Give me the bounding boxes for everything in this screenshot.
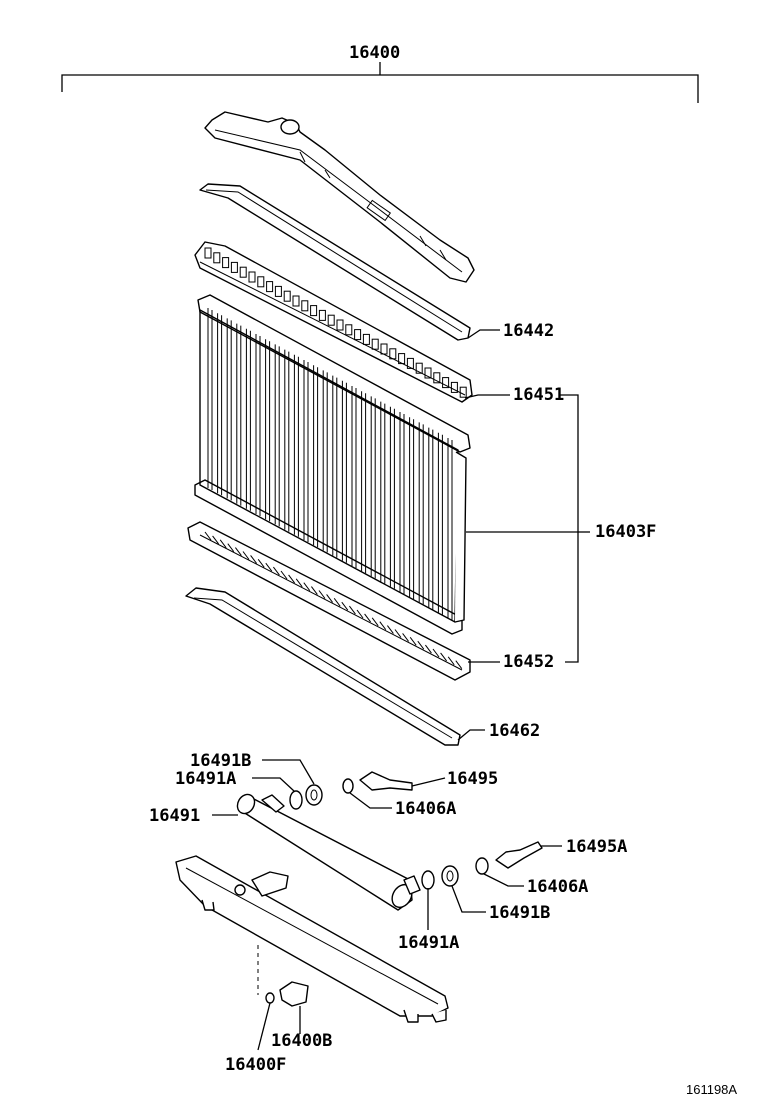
lower-tank	[187, 521, 471, 681]
tank-tooth	[257, 276, 265, 288]
tank-tooth	[230, 261, 238, 273]
grille-slot	[288, 574, 296, 584]
label-plug-oring-a-right: 16491A	[398, 933, 459, 953]
label-drain-oring: 16400F	[225, 1055, 286, 1075]
grille-slot	[303, 582, 311, 592]
label-plug-washer-b-left: 16491B	[190, 751, 251, 771]
grille-slot	[204, 531, 212, 541]
grille-slot	[265, 562, 273, 572]
label-assembly: 16400	[349, 43, 400, 63]
figure-id: 161198A	[686, 1082, 737, 1097]
tank-tooth	[433, 372, 441, 384]
tank-tooth	[406, 357, 414, 369]
grille-slot	[227, 543, 235, 553]
grille-slot	[250, 555, 258, 564]
label-lower-tank: 16452	[503, 652, 554, 672]
label-nut-upper: 16406A	[395, 799, 456, 819]
grille-slot	[440, 652, 448, 662]
grille-slot	[371, 617, 379, 627]
grille-slot	[219, 539, 227, 549]
grille-slot	[424, 644, 432, 654]
radiator-upper-cover	[204, 111, 475, 283]
upper-gasket	[199, 183, 471, 341]
tank-tooth	[283, 290, 291, 302]
tank-tooth	[345, 324, 353, 336]
label-hose-upper: 16495	[447, 769, 498, 789]
label-hose-right: 16495A	[566, 837, 627, 857]
upper-tank	[194, 241, 473, 403]
grille-slot	[386, 625, 394, 634]
label-lower-gasket: 16462	[489, 721, 540, 741]
label-upper-tank: 16451	[513, 385, 564, 405]
upper-hose	[342, 771, 413, 794]
grille-slot	[356, 609, 364, 619]
label-pipe: 16491	[149, 806, 200, 826]
grille-slot	[394, 629, 402, 638]
tank-tooth	[327, 314, 335, 326]
label-core: 16403F	[595, 522, 656, 542]
tank-tooth	[362, 333, 370, 345]
tank-tooth	[318, 309, 326, 321]
tank-tooth	[354, 329, 362, 341]
tank-tooth	[310, 305, 318, 317]
grille-slot	[333, 597, 341, 607]
grille-slot	[379, 621, 387, 631]
grille-slot	[272, 566, 280, 576]
grille-slot	[257, 558, 265, 568]
grille-slot	[417, 640, 425, 650]
right-hose	[475, 841, 543, 875]
grille-slot	[364, 613, 372, 623]
grille-slot	[402, 633, 410, 642]
grille-slot	[280, 570, 288, 580]
left-plug-parts	[289, 784, 323, 810]
grille-slot	[455, 660, 463, 670]
grille-slot	[432, 648, 440, 658]
tank-tooth	[301, 300, 309, 312]
label-plug-washer-b-right: 16491B	[489, 903, 550, 923]
tank-tooth	[248, 271, 256, 283]
grille-slot	[447, 656, 455, 666]
label-upper-gasket: 16442	[503, 321, 554, 341]
tank-tooth	[274, 285, 282, 297]
radiator-core	[194, 294, 471, 635]
grille-slot	[326, 594, 334, 603]
tank-tooth	[459, 386, 467, 398]
tank-tooth	[415, 362, 423, 374]
grille-slot	[295, 578, 303, 588]
grille-slot	[212, 535, 220, 545]
tank-tooth	[239, 266, 247, 278]
tank-tooth	[213, 252, 221, 264]
tank-tooth	[371, 338, 379, 350]
tank-tooth	[398, 353, 406, 365]
tank-tooth	[222, 257, 230, 269]
label-plug-oring-a-left: 16491A	[175, 769, 236, 789]
tank-tooth	[336, 319, 344, 331]
tank-tooth	[450, 381, 458, 393]
tank-tooth	[389, 348, 397, 360]
grille-slot	[310, 586, 318, 595]
coolant-pipe	[236, 793, 421, 911]
tank-tooth	[380, 343, 388, 355]
label-drain-cock: 16400B	[271, 1031, 332, 1051]
tank-tooth	[292, 295, 300, 307]
leader-lines	[212, 329, 590, 1051]
grille-slot	[234, 547, 242, 556]
tank-tooth	[204, 247, 212, 259]
right-plug-parts	[421, 865, 459, 890]
grille-slot	[242, 551, 250, 560]
tank-tooth	[442, 377, 450, 389]
drain-cock	[257, 945, 309, 1007]
tank-tooth	[424, 367, 432, 379]
radiator-lower-cover	[175, 855, 449, 1023]
label-nut-right: 16406A	[527, 877, 588, 897]
assembly-bracket	[61, 62, 699, 103]
grille-slot	[318, 590, 326, 599]
tank-tooth	[266, 281, 274, 293]
grille-slot	[409, 636, 417, 646]
grille-slot	[341, 601, 349, 611]
grille-slot	[348, 605, 356, 615]
